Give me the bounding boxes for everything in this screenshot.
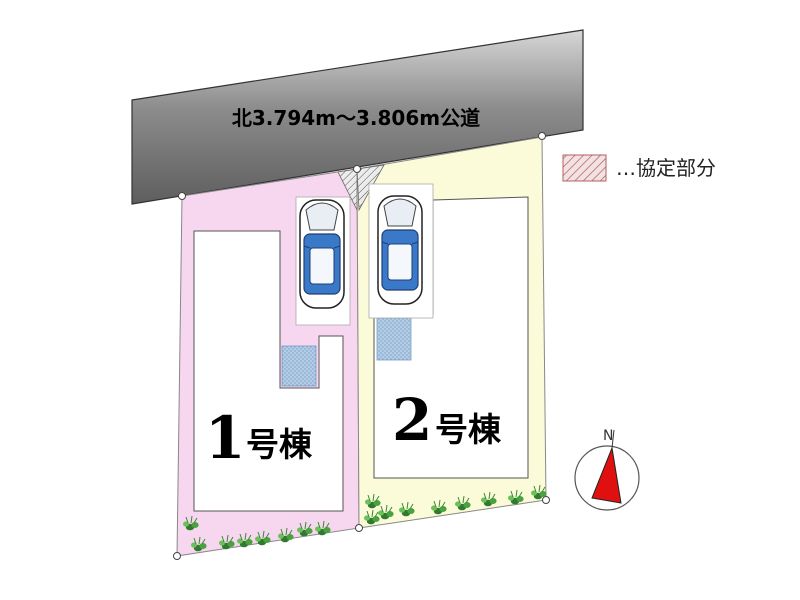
road: 北3.794m～3.806m公道 [131,29,584,205]
building-2-number: 2 [392,386,432,454]
boundary-marker [542,496,550,504]
boundary-marker [538,132,546,140]
lot-1: 1 号棟 [176,168,360,557]
boundary-marker [173,552,181,560]
lot-2: 2 号棟 [356,136,547,529]
north-label: N [603,428,613,444]
building-1-number: 1 [205,404,245,472]
building-1-suffix: 号棟 [246,425,313,464]
legend: …協定部分 [562,154,716,182]
car-2-icon [377,195,423,305]
boundary-marker [355,524,363,532]
boundary-marker [353,165,361,173]
road-label: 北3.794m～3.806m公道 [232,106,480,130]
legend-swatch-hatch [562,154,607,182]
boundary-marker [178,192,186,200]
car-1-icon [299,199,345,309]
building-1-footprint [193,230,344,512]
north-compass: N [574,428,640,511]
entrance-pad-2 [376,317,412,361]
legend-text: …協定部分 [616,156,716,180]
north-arrow-icon [591,446,622,504]
boundary-markers [173,132,550,560]
entrance-pad-1 [281,345,317,387]
north-line-icon [611,429,615,449]
building-2-suffix: 号棟 [435,410,502,449]
road-surface [131,29,584,205]
